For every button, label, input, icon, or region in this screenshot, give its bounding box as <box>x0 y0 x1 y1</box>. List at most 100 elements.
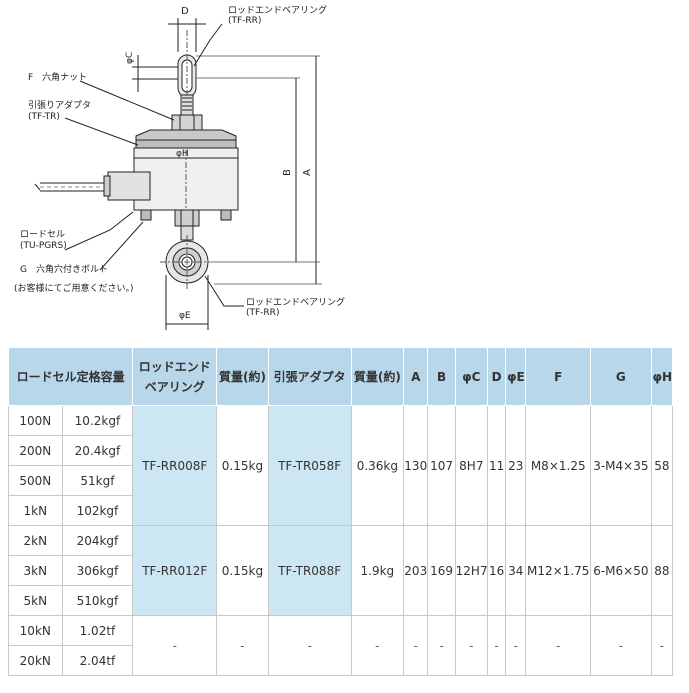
dim-B: 169 <box>427 525 456 616</box>
dim-B: - <box>427 615 456 676</box>
capacity-kgf: 1.02tf <box>61 615 134 646</box>
dim-phiH-label: φH <box>176 149 189 159</box>
bottom-rod-end-bearing <box>160 235 214 290</box>
capacity-kgf: 306kgf <box>61 555 134 586</box>
top-rod-end-bearing <box>177 30 197 118</box>
dim-G: 6-M6×50 <box>590 525 652 616</box>
capacity-kgf: 102kgf <box>61 495 134 526</box>
adapter-mass: - <box>350 615 405 676</box>
header-B: B <box>427 347 456 406</box>
dim-B-label: B <box>282 169 293 176</box>
dim-phiE: 34 <box>505 525 527 616</box>
rod-end-bottom-label: ロッドエンドベアリング <box>246 296 345 308</box>
capacity-n: 100N <box>8 405 63 436</box>
header-G: G <box>590 347 652 406</box>
hex-socket-bolts <box>140 209 232 221</box>
adapter-model: - <box>267 615 352 676</box>
dim-G: 3-M4×35 <box>590 405 652 526</box>
header-capacity: ロードセル定格容量 <box>7 347 134 406</box>
header-phiH: φH <box>650 347 674 406</box>
capacity-kgf: 204kgf <box>61 525 134 556</box>
dim-phiE: 23 <box>505 405 527 526</box>
dim-D: 16 <box>486 525 507 616</box>
dim-F: M8×1.25 <box>525 405 592 526</box>
dim-phiC: 12H7 <box>454 525 488 616</box>
bearing-model: - <box>132 615 218 676</box>
hex-nut-label: F 六角ナット <box>28 71 87 83</box>
dim-A: - <box>403 615 429 676</box>
table-row: 1kN 102kgf <box>8 495 673 526</box>
capacity-kgf: 51kgf <box>61 465 134 496</box>
dim-phiH: 88 <box>650 525 674 616</box>
header-phiE: φE <box>505 347 527 406</box>
rod-end-top-code: (TF-RR) <box>228 16 261 26</box>
adapter-mass: 0.36kg <box>350 405 405 526</box>
dim-phiE-label: φE <box>179 311 191 321</box>
dim-phiH: - <box>650 615 674 676</box>
capacity-n: 5kN <box>8 585 63 616</box>
header-adapter: 引張アダプタ <box>267 347 352 406</box>
rod-end-top-label: ロッドエンドベアリング <box>228 4 327 16</box>
dim-phiC-label: φC <box>125 52 135 64</box>
dim-D: 11 <box>486 405 507 526</box>
bearing-mass: - <box>216 615 269 676</box>
assembly-drawing: D ロッドエンドベアリング (TF-RR) φC F 六角ナット 引張りアダプタ… <box>14 4 345 330</box>
dim-F: - <box>525 615 592 676</box>
table-row: 20kN 2.04tf <box>8 645 673 676</box>
dim-phiE: - <box>505 615 527 676</box>
dim-phiC: 8H7 <box>454 405 488 526</box>
bearing-model: TF-RR012F <box>132 525 218 616</box>
header-mass1: 質量(約) <box>216 347 269 406</box>
loadcell-label: ロードセル <box>20 229 65 240</box>
spec-table: ロードセル定格容量 ロッドエンド ベアリング 質量(約) 引張アダプタ 質量(約… <box>7 347 674 676</box>
bolt-label: G 六角穴付きボルト <box>20 263 108 275</box>
dim-G: - <box>590 615 652 676</box>
rod-end-bottom-code: (TF-RR) <box>246 308 279 318</box>
table-header-row: ロードセル定格容量 ロッドエンド ベアリング 質量(約) 引張アダプタ 質量(約… <box>7 347 674 406</box>
table-row: 500N 51kgf <box>8 465 673 496</box>
capacity-kgf: 10.2kgf <box>61 405 134 436</box>
table-row: 10kN 1.02tf - - - - - - - - - - - - <box>8 615 674 676</box>
capacity-n: 20kN <box>8 645 63 676</box>
capacity-n: 3kN <box>8 555 63 586</box>
adapter-model: TF-TR088F <box>267 525 352 616</box>
header-bearing: ロッドエンド ベアリング <box>132 347 218 406</box>
adapter-model: TF-TR058F <box>267 405 352 526</box>
tension-adapter <box>135 129 237 149</box>
capacity-n: 200N <box>8 435 63 466</box>
dim-A: 203 <box>403 525 429 616</box>
dim-D-label: D <box>181 6 189 17</box>
table-row: 200N 20.4kgf <box>8 435 673 466</box>
load-cell <box>34 147 239 215</box>
dim-F: M12×1.75 <box>525 525 592 616</box>
header-F: F <box>525 347 592 406</box>
adapter-mass: 1.9kg <box>350 525 405 616</box>
capacity-n: 500N <box>8 465 63 496</box>
hex-nut <box>171 114 203 131</box>
dim-phiH: 58 <box>650 405 674 526</box>
adapter-label: 引張りアダプタ <box>28 99 91 111</box>
table-row: 100N 10.2kgf TF-RR008F 0.15kg TF-TR058F … <box>8 405 674 526</box>
loadcell-code: (TU-PGRS) <box>20 241 67 251</box>
dim-D: - <box>486 615 507 676</box>
bolt-note: (お客様にてご用意ください。) <box>14 282 134 294</box>
dim-B: 107 <box>427 405 456 526</box>
table-row: 2kN 204kgf TF-RR012F 0.15kg TF-TR088F 1.… <box>8 525 674 616</box>
bearing-mass: 0.15kg <box>216 525 269 616</box>
capacity-n: 1kN <box>8 495 63 526</box>
header-mass2: 質量(約) <box>350 347 405 406</box>
bearing-mass: 0.15kg <box>216 405 269 526</box>
table-row: 3kN 306kgf <box>8 555 673 586</box>
capacity-kgf: 2.04tf <box>61 645 134 676</box>
capacity-kgf: 20.4kgf <box>61 435 134 466</box>
header-A: A <box>403 347 429 406</box>
capacity-n: 2kN <box>8 525 63 556</box>
capacity-kgf: 510kgf <box>61 585 134 616</box>
table-row: 5kN 510kgf <box>8 585 673 616</box>
dim-A-label: A <box>302 169 313 176</box>
adapter-code: (TF-TR) <box>28 112 60 122</box>
dim-A: 130 <box>403 405 429 526</box>
header-phiC: φC <box>454 347 488 406</box>
bearing-model: TF-RR008F <box>132 405 218 526</box>
capacity-n: 10kN <box>8 615 63 646</box>
